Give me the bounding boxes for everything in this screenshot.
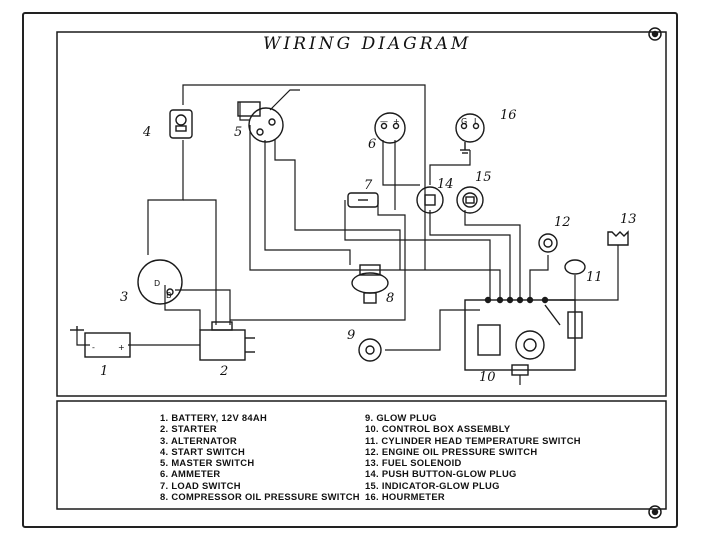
- callout-8: 8: [386, 291, 395, 306]
- alternator-d-label: D: [154, 279, 160, 288]
- callout-9: 9: [347, 328, 356, 343]
- legend-item: 4. START SWITCH: [160, 445, 246, 457]
- legend-item: 12. ENGINE OIL PRESSURE SWITCH: [365, 445, 538, 457]
- callout-4: 4: [143, 125, 152, 140]
- legend-item: 13. FUEL SOLENOID: [365, 457, 462, 469]
- callout-13: 13: [620, 212, 637, 227]
- ammeter-plus-label: +: [393, 117, 400, 126]
- diagram-title: WIRING DIAGRAM: [263, 34, 472, 54]
- cylinder-head-temperature-switch-icon: [564, 259, 586, 275]
- diagram-plate: [22, 12, 678, 528]
- legend-border: [56, 400, 667, 510]
- callout-6: 6: [368, 137, 377, 152]
- legend-item: 1. BATTERY, 12V 84AH: [160, 412, 268, 423]
- legend-item: 15. INDICATOR-GLOW PLUG: [365, 479, 500, 491]
- legend-item: 14. PUSH BUTTON-GLOW PLUG: [365, 468, 517, 480]
- legend-item: 7. LOAD SWITCH: [160, 479, 241, 491]
- callout-12: 12: [554, 215, 571, 230]
- legend-item: 2. STARTER: [160, 423, 217, 435]
- legend-right: 9. GLOW PLUG 10. CONTROL BOX ASSEMBLY 11…: [365, 412, 581, 502]
- callout-10: 10: [479, 370, 496, 385]
- legend-item: 9. GLOW PLUG: [365, 412, 437, 423]
- engine-oil-pressure-switch-icon: [538, 233, 558, 253]
- callout-5: 5: [234, 125, 243, 140]
- ammeter-icon: [374, 112, 406, 144]
- legend-item: 3. ALTERNATOR: [160, 434, 237, 446]
- legend-item: 6. AMMETER: [160, 468, 221, 480]
- callout-7: 7: [364, 178, 373, 193]
- callout-3: 3: [120, 290, 129, 305]
- wires: [76, 84, 619, 385]
- hourmeter-icon: [455, 113, 485, 154]
- corner-bolt-icon: [648, 27, 662, 41]
- callout-1: 1: [100, 364, 109, 379]
- ground-icon: [70, 326, 84, 331]
- diagram-border: [56, 31, 667, 397]
- callout-11: 11: [586, 270, 603, 285]
- hourmeter-g-label: G: [461, 117, 467, 126]
- callout-14: 14: [437, 177, 454, 192]
- legend-item: 5. MASTER SWITCH: [160, 457, 255, 469]
- load-switch-icon: [347, 192, 379, 208]
- callout-2: 2: [220, 364, 229, 379]
- callout-16: 16: [500, 108, 517, 123]
- alternator-icon: [137, 259, 183, 305]
- legend-item: 11. CYLINDER HEAD TEMPERATURE SWITCH: [365, 434, 581, 446]
- glow-plug-icon: [358, 338, 382, 362]
- master-switch-icon: [237, 101, 284, 143]
- callout-15: 15: [475, 170, 492, 185]
- legend-left: 1. BATTERY, 12V 84AH 2. STARTER 3. ALTER…: [160, 412, 360, 502]
- battery-minus-label: -: [92, 343, 95, 352]
- battery-plus-label: +: [118, 343, 125, 352]
- indicator-glow-plug-icon: [456, 186, 484, 214]
- legend-item: 16. HOURMETER: [365, 491, 445, 503]
- compressor-oil-pressure-switch-icon: [351, 264, 389, 304]
- alternator-b-label: B: [166, 291, 172, 300]
- control-box-assembly-icon: [464, 296, 583, 376]
- legend-item: 8. COMPRESSOR OIL PRESSURE SWITCH: [160, 491, 360, 503]
- corner-bolt-icon: [648, 505, 662, 519]
- starter-icon: [199, 321, 255, 361]
- ammeter-minus-label: —: [380, 117, 388, 126]
- start-switch-icon: [169, 109, 193, 139]
- push-button-glow-plug-icon: [416, 186, 444, 214]
- fuel-solenoid-icon: [607, 230, 629, 246]
- hourmeter-i-label: I: [474, 117, 476, 126]
- legend-item: 10. CONTROL BOX ASSEMBLY: [365, 423, 511, 435]
- battery-icon: [84, 332, 131, 358]
